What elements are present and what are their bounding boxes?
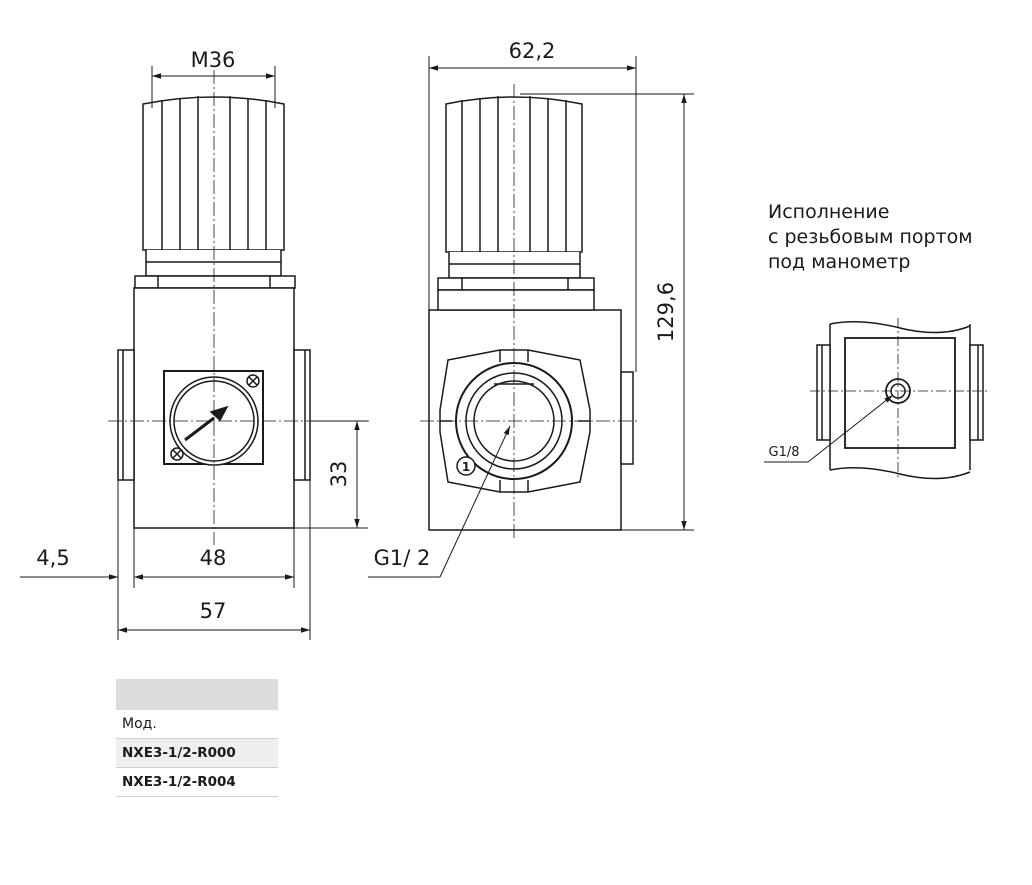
front-right-port	[293, 349, 311, 481]
dim-33: 33	[327, 461, 351, 488]
front-view	[117, 96, 311, 529]
model-table-label: Мод.	[116, 710, 278, 739]
dim-m36: M36	[191, 48, 236, 72]
front-knob	[134, 96, 296, 289]
port-badge-label: 1	[462, 460, 470, 474]
gauge-port-detail	[816, 321, 984, 480]
dim-g1-2: G1/ 2	[374, 546, 431, 570]
detail-centerlines	[810, 318, 990, 478]
dimension-labels: M36 62,2 129,6 33 48 4,5 57 G1/ 2 G1/8	[36, 39, 799, 623]
side-right-port	[620, 371, 634, 465]
dim-62-2: 62,2	[509, 39, 556, 63]
side-view	[428, 96, 634, 531]
dim-g1-8: G1/8	[769, 445, 800, 460]
dim-48: 48	[200, 546, 227, 570]
note-line-1: Исполнение	[768, 201, 890, 223]
model-row-1: NXE3-1/2-R000	[116, 739, 278, 768]
dimension-lines	[20, 56, 894, 640]
front-left-port	[117, 349, 135, 481]
dim-129-6: 129,6	[654, 282, 678, 342]
dim-57: 57	[200, 599, 227, 623]
model-table: Мод. NXE3-1/2-R000 NXE3-1/2-R004	[116, 679, 278, 797]
dim-4-5: 4,5	[36, 546, 69, 570]
note-line-2: с резьбовым портом	[768, 226, 973, 248]
port-badge	[456, 456, 476, 476]
side-centerlines	[420, 84, 640, 540]
side-knob	[437, 96, 595, 291]
note-line-3: под манометр	[768, 251, 911, 273]
model-row-2: NXE3-1/2-R004	[116, 768, 278, 797]
front-centerlines	[108, 70, 370, 545]
model-table-header	[116, 679, 278, 710]
gauge-port-note: Исполнение с резьбовым портом под маноме…	[768, 200, 973, 275]
